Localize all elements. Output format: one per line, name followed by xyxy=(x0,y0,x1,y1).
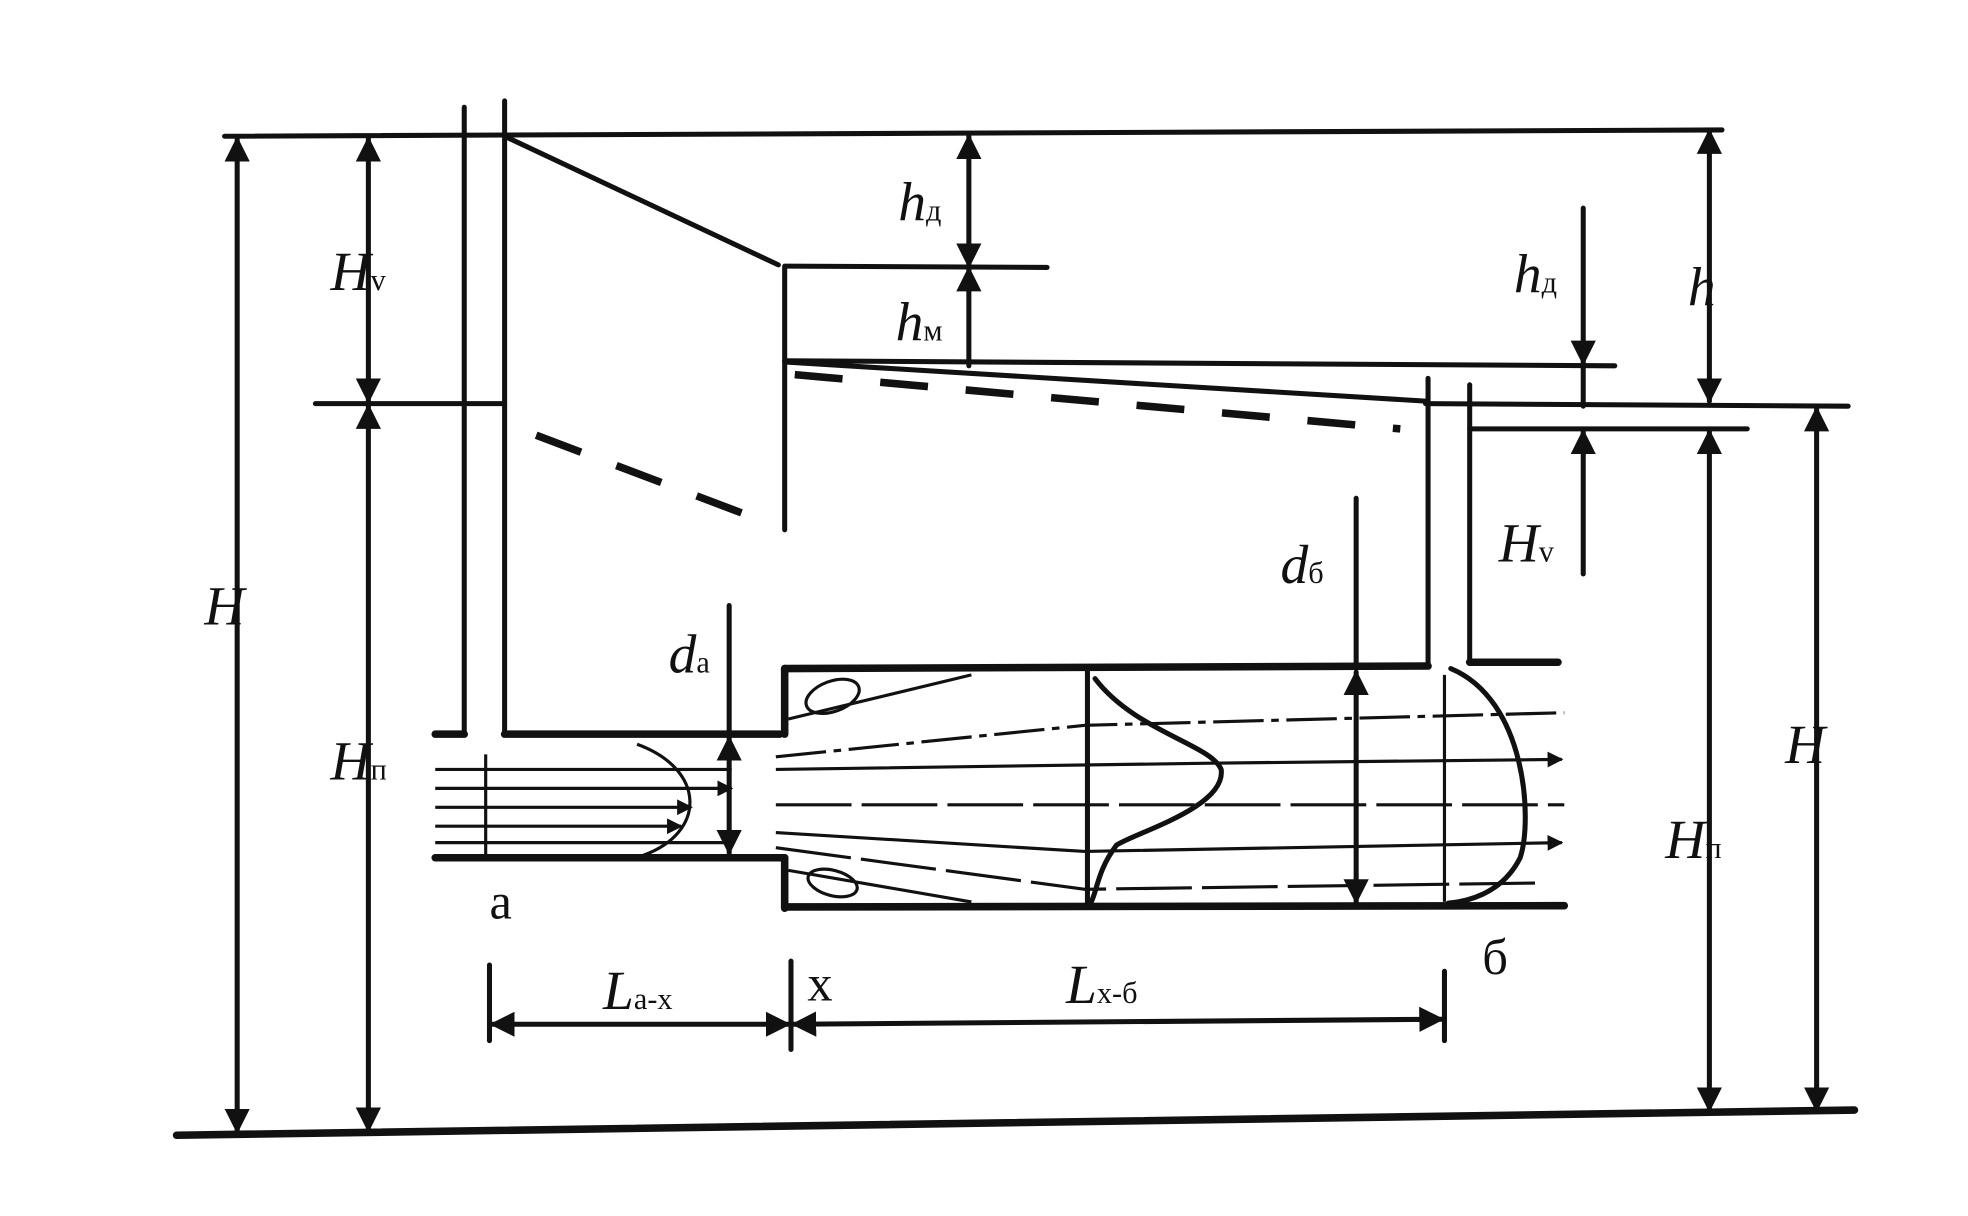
label-h-right: h xyxy=(1688,257,1716,318)
label-Hv-right: Hv xyxy=(1498,513,1555,574)
datum-lines xyxy=(172,127,1859,1140)
section-a-label: а xyxy=(489,873,511,929)
label-Lxb: Lх-б xyxy=(1065,955,1138,1016)
label-H-right: H xyxy=(1784,715,1828,776)
streamlines xyxy=(435,666,1565,906)
piezometric-line xyxy=(534,370,1401,528)
energy-line xyxy=(502,133,1429,533)
label-db: dб xyxy=(1280,535,1323,596)
label-Hp-left: Hп xyxy=(330,732,387,793)
label-hd-right: hд xyxy=(1514,245,1557,306)
label-Hv-left: Hv xyxy=(330,242,387,303)
section-x-label: х xyxy=(807,955,832,1011)
section-b-label: б xyxy=(1482,929,1508,985)
label-hd-mid: hд xyxy=(898,173,941,234)
label-H-left: H xyxy=(203,576,247,637)
piezometer-tubes xyxy=(461,98,1473,737)
pipe xyxy=(431,658,1569,912)
label-da: dа xyxy=(669,624,711,685)
dimension-lines xyxy=(224,128,1830,1135)
label-hm-mid: hм xyxy=(896,293,943,354)
label-Hp-right: Hп xyxy=(1664,810,1721,871)
label-Lax: Lа-х xyxy=(602,961,673,1022)
